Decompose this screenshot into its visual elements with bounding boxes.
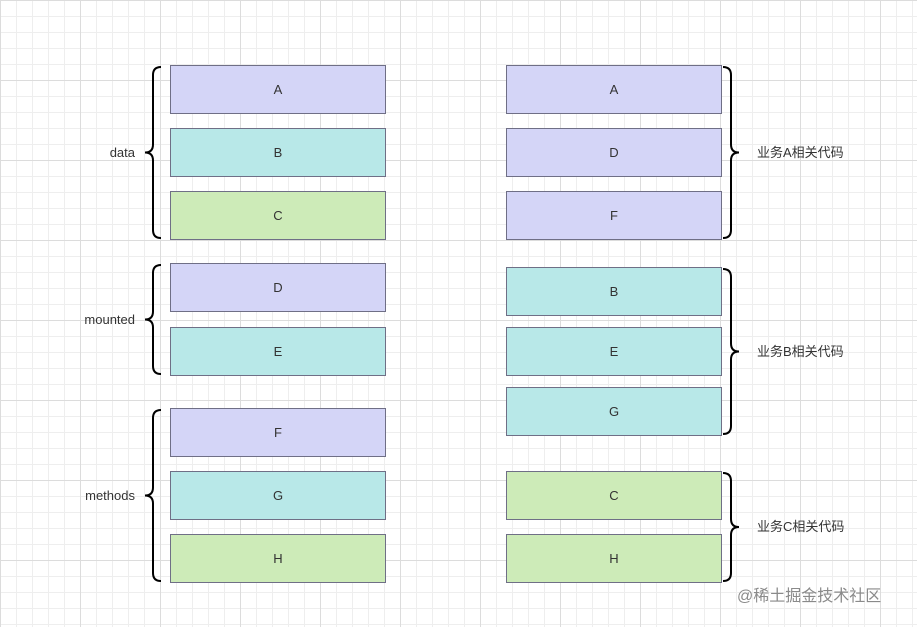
- left-group1-label: data: [109, 144, 135, 160]
- left-group1-box-b: B: [170, 128, 386, 177]
- right-group2-box-g: G: [506, 387, 722, 436]
- right-group3-brace: [722, 472, 740, 582]
- right-group2-box-b: B: [506, 267, 722, 316]
- left-group1-brace: [144, 66, 162, 239]
- watermark: @稀土掘金技术社区: [737, 588, 882, 605]
- right-group2-box-e: E: [506, 327, 722, 376]
- right-group1-box-d: D: [506, 128, 722, 177]
- right-group3-label: 业务C相关代码: [757, 519, 845, 534]
- left-group1-box-a: A: [170, 65, 386, 114]
- right-group1-label: 业务A相关代码: [757, 144, 844, 160]
- right-group2-brace: [722, 268, 740, 435]
- left-group2-label: mounted: [84, 311, 135, 327]
- right-group2-label: 业务B相关代码: [757, 343, 844, 359]
- left-group3-brace: [144, 409, 162, 582]
- right-group3-box-h: H: [506, 534, 722, 583]
- left-group1-box-c: C: [170, 191, 386, 240]
- left-group3-box-f: F: [170, 408, 386, 457]
- right-group1-brace: [722, 66, 740, 239]
- left-group3-box-g: G: [170, 471, 386, 520]
- right-group3-box-c: C: [506, 471, 722, 520]
- right-group1-box-a: A: [506, 65, 722, 114]
- left-group3-box-h: H: [170, 534, 386, 583]
- left-group2-box-d: D: [170, 263, 386, 312]
- left-group2-brace: [144, 264, 162, 375]
- left-group3-label: methods: [85, 487, 135, 503]
- left-group2-box-e: E: [170, 327, 386, 376]
- right-group1-box-f: F: [506, 191, 722, 240]
